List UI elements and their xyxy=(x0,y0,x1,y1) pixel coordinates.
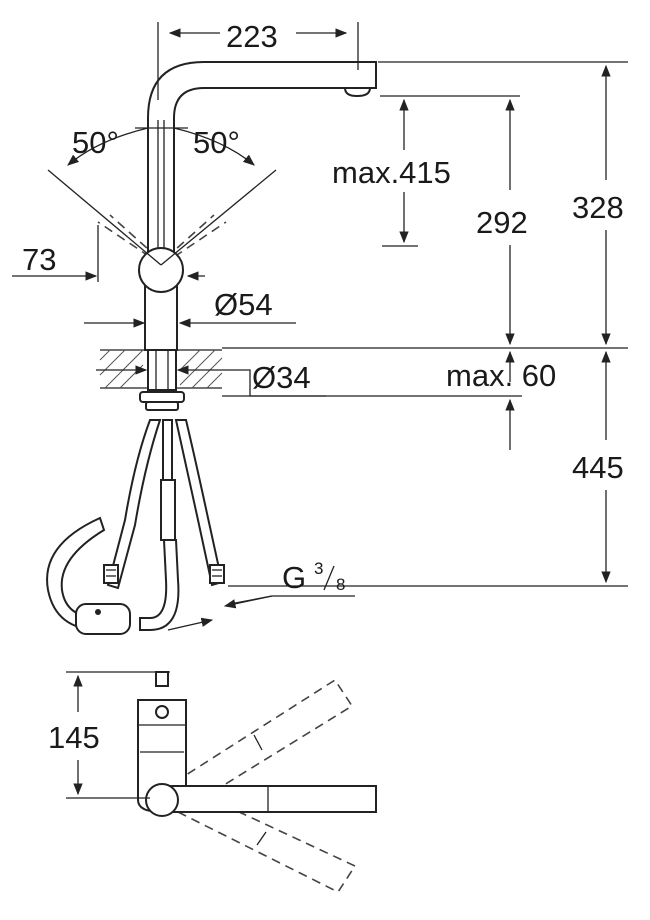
front-view: 223 50° 50° 73 Ø54 xyxy=(12,19,628,635)
dim-hose-length-label: 445 xyxy=(572,450,624,485)
dim-top-view-depth: 145 xyxy=(48,671,170,799)
dim-spout-clearance: 292 xyxy=(476,98,528,346)
dim-pull-out-label: max.415 xyxy=(332,155,451,190)
dim-spout-reach: 223 xyxy=(157,19,359,100)
dim-swivel-left-label: 50° xyxy=(72,125,119,160)
dim-spout-clearance-label: 292 xyxy=(476,205,528,240)
top-view-swivel-ghosts xyxy=(174,678,357,894)
dim-head-offset-label: 73 xyxy=(22,242,56,277)
countertop-section xyxy=(99,349,223,411)
dim-connection-fraction-num: 3 xyxy=(314,559,323,578)
dim-connection-fraction-den: 8 xyxy=(336,575,345,594)
dim-connection-thread: G 3 8 xyxy=(167,559,355,631)
faucet-spout xyxy=(147,61,377,266)
supply-hoses xyxy=(103,419,225,590)
dim-hose-length: 445 xyxy=(228,350,628,587)
faucet-body xyxy=(138,247,184,351)
dim-swivel-right-label: 50° xyxy=(193,125,240,160)
top-view: 145 xyxy=(48,671,377,894)
dim-total-height-label: 328 xyxy=(572,190,624,225)
dim-mount-hole-label: Ø34 xyxy=(252,360,311,395)
swivel-ghost-spouts xyxy=(97,214,227,266)
dim-spout-reach-label: 223 xyxy=(226,19,278,54)
dim-base-diameter-label: Ø54 xyxy=(214,287,273,322)
dim-connection-base-label: G xyxy=(282,560,306,595)
dim-head-offset: 73 xyxy=(12,225,205,282)
dim-deck-thickness: max. 60 xyxy=(446,350,556,450)
dim-base-diameter: Ø54 xyxy=(84,287,296,328)
dim-total-height: 328 xyxy=(378,61,628,346)
dim-pull-out: max.415 xyxy=(332,95,520,247)
pull-out-hose xyxy=(46,516,180,635)
dim-top-view-depth-label: 145 xyxy=(48,720,100,755)
dim-deck-thickness-label: max. 60 xyxy=(446,358,556,393)
dim-swivel-angles: 50° 50° xyxy=(47,125,277,266)
